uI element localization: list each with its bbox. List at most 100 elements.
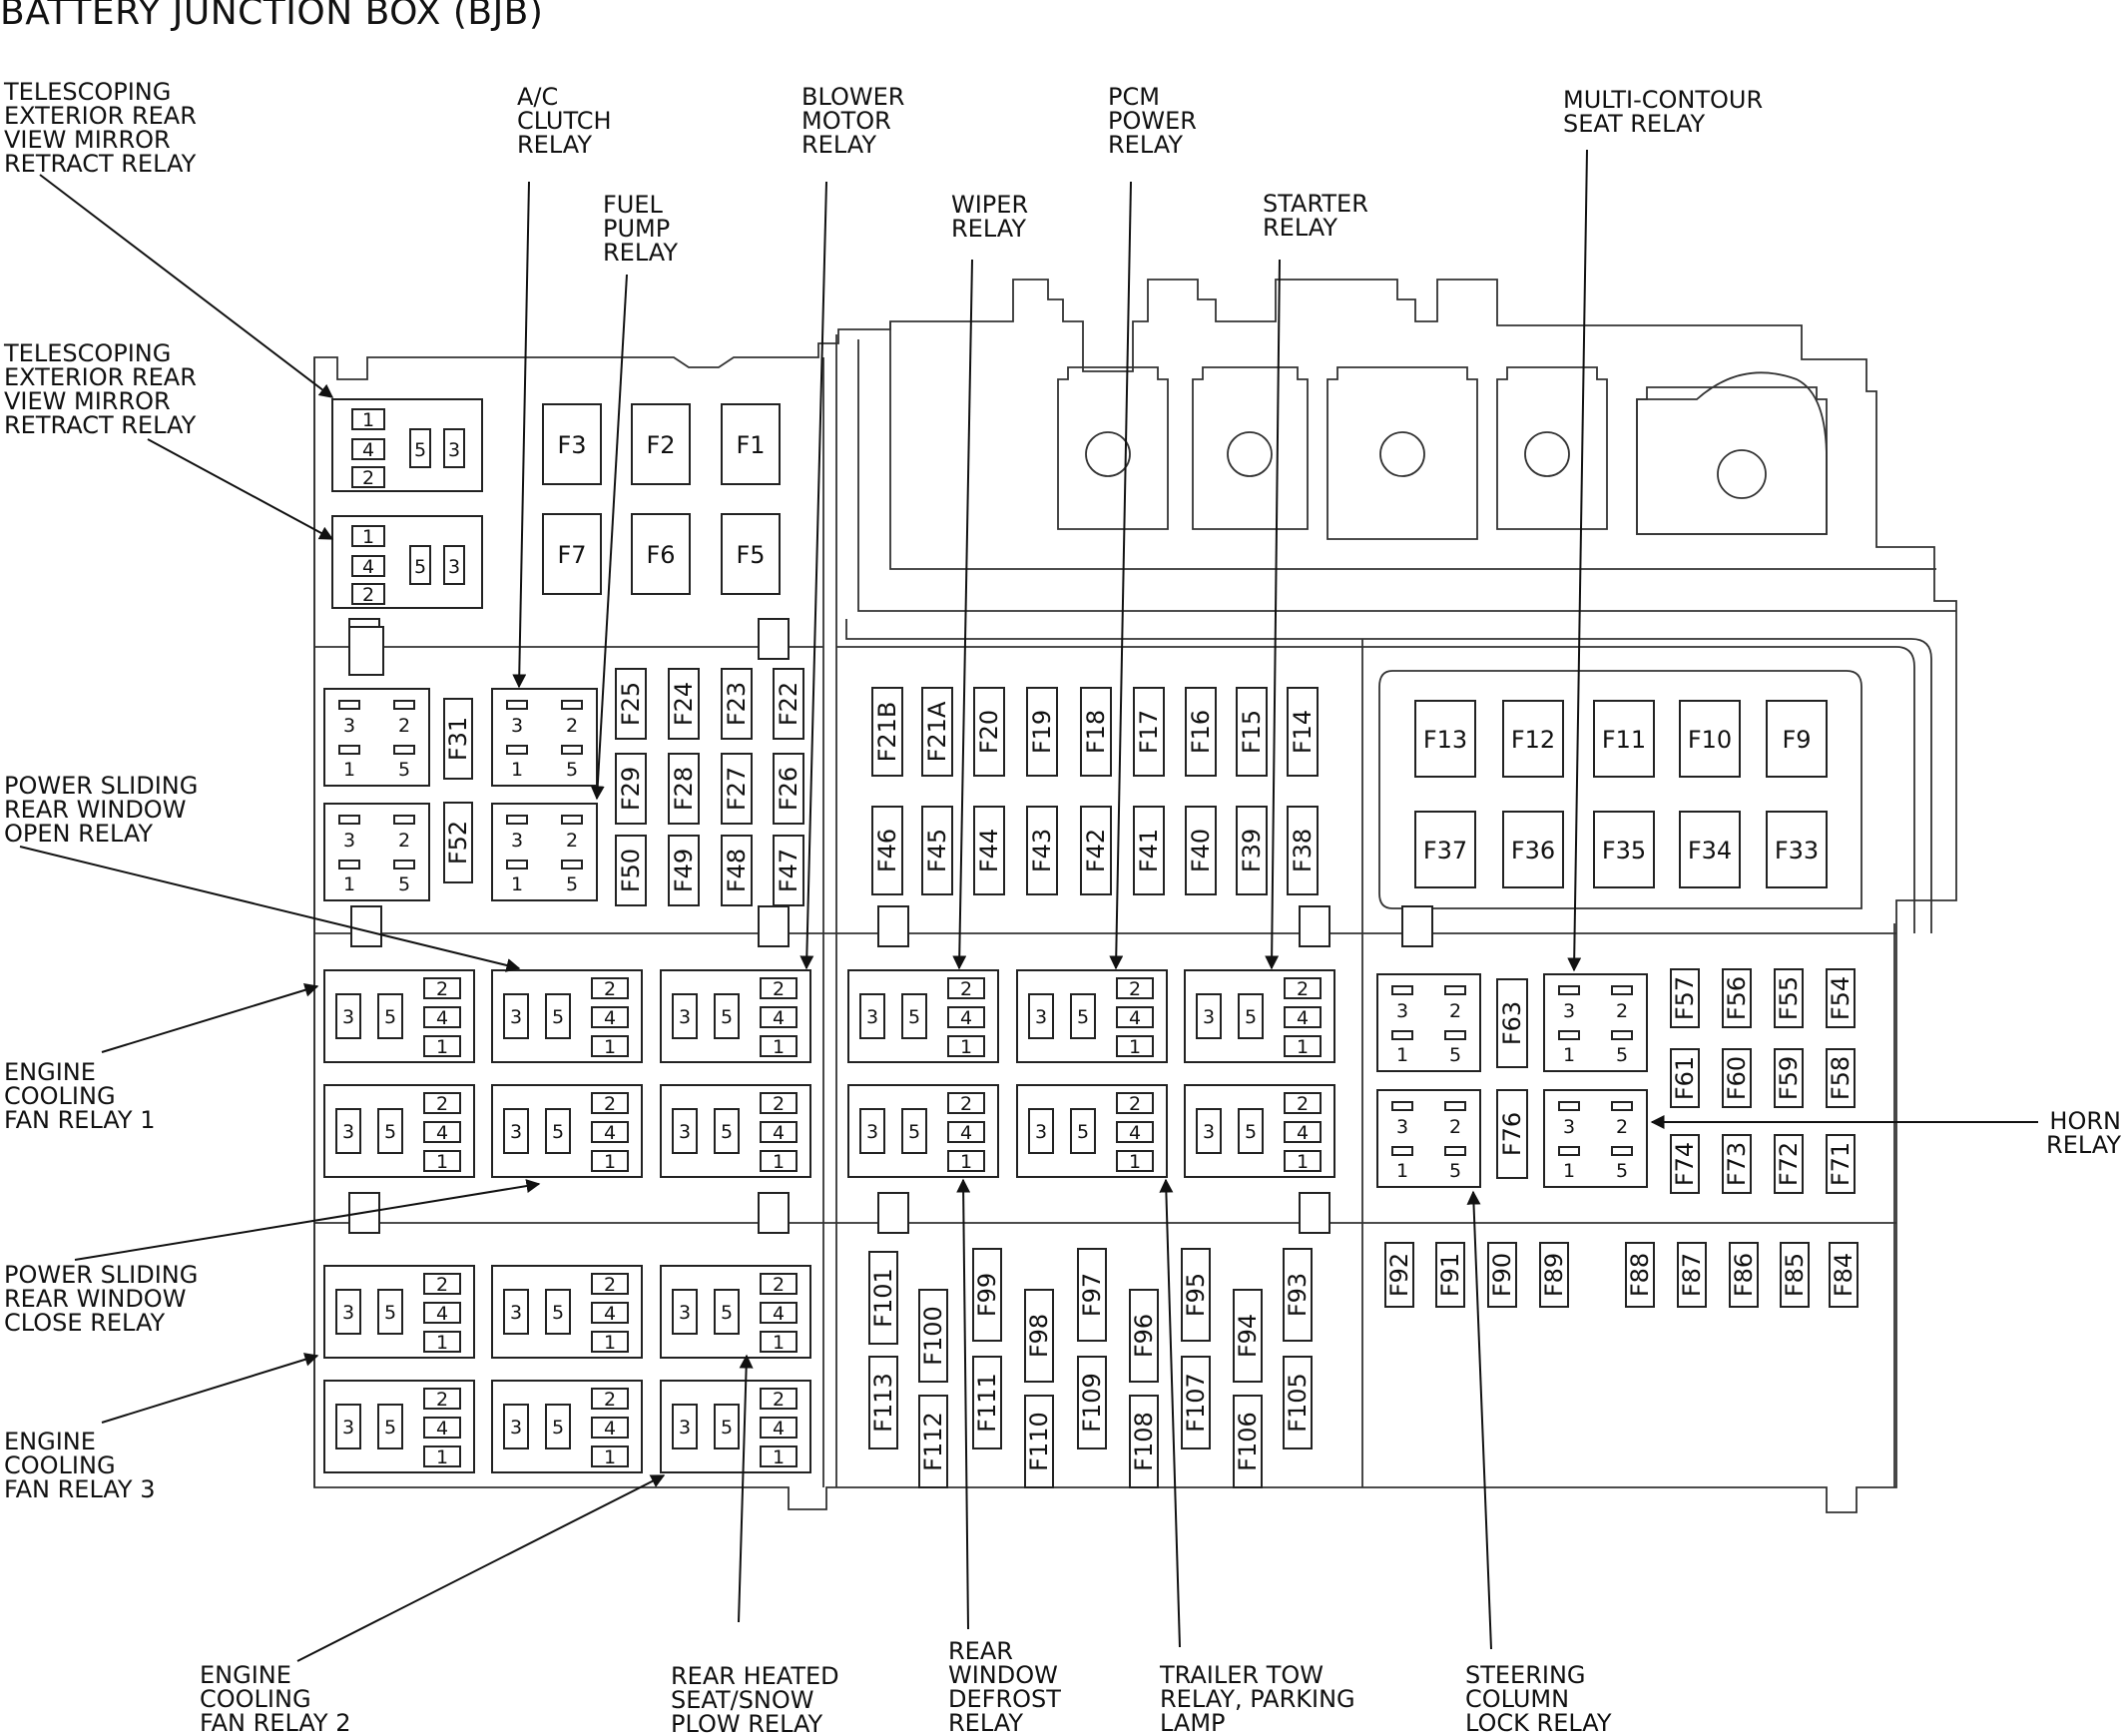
fuse-f94[interactable] [1233,1289,1263,1383]
fuse-f61[interactable] [1670,1048,1700,1108]
fuse-f72[interactable] [1774,1134,1804,1194]
relay-iso-l-0-0-pin: 4 [436,1007,448,1029]
fuse-f45[interactable] [921,806,953,895]
fuse-f1[interactable] [721,403,781,485]
label-fuel-pump: FUEL [603,191,664,219]
fuse-f15[interactable] [1236,687,1268,777]
fuse-f28[interactable] [668,753,700,825]
fuse-f59[interactable] [1774,1048,1804,1108]
fuse-f108[interactable] [1129,1395,1159,1488]
fuse-f5[interactable] [721,513,781,595]
fuse-f112[interactable] [918,1395,948,1488]
fuse-f110[interactable] [1024,1395,1054,1488]
fuse-f71[interactable] [1826,1134,1856,1194]
fuse-f113[interactable] [868,1356,898,1449]
fuse-f34[interactable] [1679,811,1741,888]
fuse-f47[interactable] [773,835,804,906]
relay-iso-b-1-2-pin: 3 [679,1417,691,1439]
fuse-f73[interactable] [1722,1134,1752,1194]
fuse-f89[interactable] [1539,1242,1569,1308]
fuse-f54[interactable] [1826,968,1856,1028]
fuse-f38[interactable] [1287,806,1319,895]
fuse-f87[interactable] [1677,1242,1707,1308]
fuse-f24[interactable] [668,668,700,740]
fuse-f40[interactable] [1185,806,1217,895]
relay-iso-m-0-0-pin: 5 [908,1006,920,1028]
fuse-f41[interactable] [1133,806,1165,895]
fuse-f7[interactable] [542,513,602,595]
fuse-f18[interactable] [1080,687,1112,777]
fuse-f3[interactable] [542,403,602,485]
fuse-f55[interactable] [1774,968,1804,1028]
fuse-f106[interactable] [1233,1395,1263,1488]
fuse-f17[interactable] [1133,687,1165,777]
fuse-f44[interactable] [973,806,1005,895]
fuse-f60[interactable] [1722,1048,1752,1108]
fuse-f100[interactable] [918,1289,948,1383]
fuse-f37[interactable] [1414,811,1476,888]
fuse-f12[interactable] [1502,700,1564,778]
fuse-f109[interactable] [1077,1356,1107,1449]
fuse-f21a[interactable] [921,687,953,777]
fuse-f13[interactable] [1414,700,1476,778]
fuse-f36[interactable] [1502,811,1564,888]
fuse-f22[interactable] [773,668,804,740]
fuse-f27[interactable] [721,753,753,825]
fuse-f90[interactable] [1487,1242,1517,1308]
fuse-f85[interactable] [1780,1242,1810,1308]
fuse-f21b[interactable] [871,687,903,777]
fuse-f10[interactable] [1679,700,1741,778]
fuse-f76[interactable] [1496,1089,1528,1179]
fuse-f58[interactable] [1826,1048,1856,1108]
fuse-f56[interactable] [1722,968,1752,1028]
fuse-f98[interactable] [1024,1289,1054,1383]
fuse-f25[interactable] [615,668,647,740]
fuse-f111[interactable] [972,1356,1002,1449]
fuse-f50[interactable] [615,835,647,906]
fuse-f101[interactable] [868,1251,898,1345]
fuse-f91[interactable] [1435,1242,1465,1308]
label-fan-relay-1: FAN RELAY 1 [4,1106,155,1134]
fuse-f35[interactable] [1593,811,1655,888]
fuse-f74[interactable] [1670,1134,1700,1194]
fuse-f23[interactable] [721,668,753,740]
fuse-f97[interactable] [1077,1248,1107,1342]
fuse-f11[interactable] [1593,700,1655,778]
fuse-f92[interactable] [1384,1242,1414,1308]
fuse-f42[interactable] [1080,806,1112,895]
fuse-f14[interactable] [1287,687,1319,777]
fuse-f16[interactable] [1185,687,1217,777]
fuse-f95[interactable] [1181,1248,1211,1342]
fuse-f33[interactable] [1766,811,1828,888]
housing-tab [877,1192,909,1234]
fuse-f31[interactable] [443,698,473,780]
fuse-f39[interactable] [1236,806,1268,895]
fuse-f2[interactable] [631,403,691,485]
fuse-f26[interactable] [773,753,804,825]
fuse-f9[interactable] [1766,700,1828,778]
fuse-f63[interactable] [1496,978,1528,1068]
fuse-f6[interactable] [631,513,691,595]
relay-iso-l-0-2-pin: 1 [773,1036,785,1058]
fuse-f49[interactable] [668,835,700,906]
fuse-f84[interactable] [1829,1242,1859,1308]
label-pcm: RELAY [1108,131,1183,159]
fuse-f88[interactable] [1625,1242,1655,1308]
fuse-f57[interactable] [1670,968,1700,1028]
fuse-f86[interactable] [1729,1242,1759,1308]
relay-sq-horn-pin: 5 [1616,1160,1628,1182]
fuse-f43[interactable] [1026,806,1058,895]
stud-hole [1379,431,1425,477]
fuse-f107[interactable] [1181,1356,1211,1449]
fuse-f93[interactable] [1283,1248,1313,1342]
fuse-f52[interactable] [443,802,473,883]
fuse-f105[interactable] [1283,1356,1313,1449]
fuse-f20[interactable] [973,687,1005,777]
fuse-f48[interactable] [721,835,753,906]
fuse-f96[interactable] [1129,1289,1159,1383]
fuse-f46[interactable] [871,806,903,895]
fuse-f99[interactable] [972,1248,1002,1342]
fuse-f19[interactable] [1026,687,1058,777]
housing-outline [313,279,1957,1513]
fuse-f29[interactable] [615,753,647,825]
